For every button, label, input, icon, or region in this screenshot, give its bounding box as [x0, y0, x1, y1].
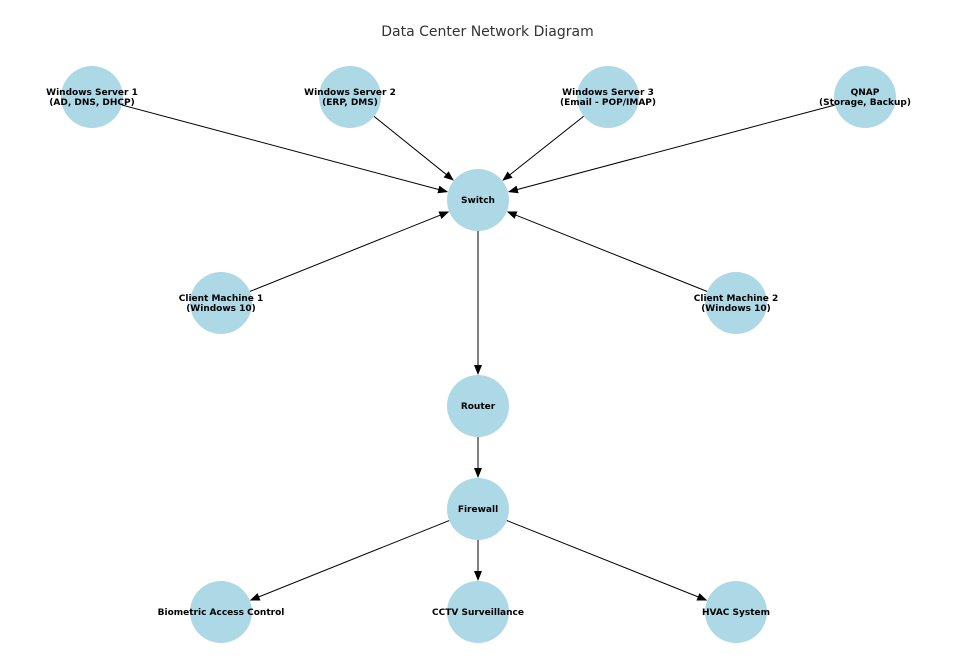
- nodes-layer: Windows Server 1(AD, DNS, DHCP)Windows S…: [46, 66, 911, 643]
- node-label: Client Machine 1: [179, 294, 264, 304]
- node-hvac: HVAC System: [702, 581, 770, 643]
- node-firewall: Firewall: [447, 478, 509, 540]
- node-ws2: Windows Server 2(ERP, DMS): [304, 66, 396, 128]
- diagram-title: Data Center Network Diagram: [381, 24, 594, 40]
- node-qnap: QNAP(Storage, Backup): [819, 66, 911, 128]
- edges-layer: [121, 104, 836, 601]
- node-circle: [447, 375, 509, 437]
- edge-ws1-to-switch: [121, 104, 449, 194]
- node-label: Firewall: [458, 505, 498, 515]
- node-label: (Storage, Backup): [819, 98, 911, 108]
- node-client2: Client Machine 2(Windows 10): [694, 272, 779, 334]
- node-ws1: Windows Server 1(AD, DNS, DHCP): [46, 66, 138, 128]
- node-circle: [705, 581, 767, 643]
- node-label: Biometric Access Control: [158, 608, 285, 618]
- node-label: QNAP: [851, 88, 880, 98]
- node-circle: [190, 581, 252, 643]
- edge-client2-to-switch: [506, 211, 708, 292]
- node-label: (Email - POP/IMAP): [560, 98, 656, 108]
- node-circle: [705, 272, 767, 334]
- node-label: Router: [461, 402, 496, 412]
- edge-ws2-to-switch: [373, 116, 454, 181]
- node-label: (Windows 10): [186, 304, 256, 314]
- edge-firewall-to-biometric: [249, 520, 450, 601]
- edge-firewall-to-hvac: [506, 520, 708, 601]
- node-label: Switch: [461, 196, 495, 206]
- node-label: (AD, DNS, DHCP): [49, 98, 134, 108]
- node-circle: [447, 478, 509, 540]
- node-circle: [447, 581, 509, 643]
- node-ws3: Windows Server 3(Email - POP/IMAP): [560, 66, 656, 128]
- node-label: (ERP, DMS): [322, 98, 378, 108]
- node-router: Router: [447, 375, 509, 437]
- node-label: Windows Server 2: [304, 88, 396, 98]
- edge-qnap-to-switch: [507, 104, 836, 194]
- edge-client1-to-switch: [249, 211, 450, 292]
- node-circle: [834, 66, 896, 128]
- node-label: (Windows 10): [701, 304, 771, 314]
- node-client1: Client Machine 1(Windows 10): [179, 272, 264, 334]
- node-biometric: Biometric Access Control: [158, 581, 285, 643]
- edge-ws3-to-switch: [502, 115, 585, 181]
- node-label: Windows Server 3: [562, 88, 654, 98]
- node-circle: [447, 169, 509, 231]
- node-circle: [577, 66, 639, 128]
- node-label: Windows Server 1: [46, 88, 138, 98]
- node-label: Client Machine 2: [694, 294, 779, 304]
- node-circle: [319, 66, 381, 128]
- node-cctv: CCTV Surveillance: [432, 581, 524, 643]
- node-circle: [190, 272, 252, 334]
- node-label: CCTV Surveillance: [432, 608, 524, 618]
- node-label: HVAC System: [702, 608, 770, 618]
- node-switch: Switch: [447, 169, 509, 231]
- node-circle: [61, 66, 123, 128]
